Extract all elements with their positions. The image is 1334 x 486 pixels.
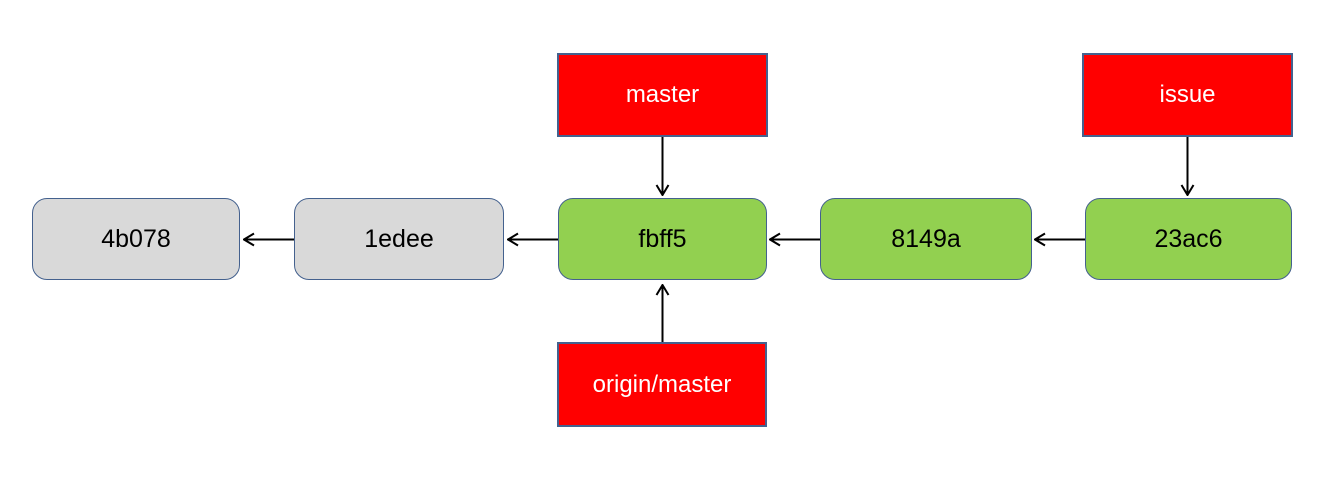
commit-label: fbff5 <box>638 224 687 253</box>
commit-label: 1edee <box>364 224 434 253</box>
branch-label-issue: issue <box>1082 53 1293 137</box>
branch-label-master: master <box>557 53 768 137</box>
branch-label-text: origin/master <box>592 370 732 398</box>
commit-node-4b078: 4b078 <box>32 198 240 280</box>
commit-label: 4b078 <box>101 224 171 253</box>
branch-label-text: master <box>625 81 700 108</box>
commit-node-fbff5: fbff5 <box>558 198 767 280</box>
commit-node-8149a: 8149a <box>820 198 1032 280</box>
commit-label: 23ac6 <box>1154 224 1223 253</box>
commit-label: 8149a <box>891 224 961 253</box>
branch-label-origin-master: origin/master <box>557 342 767 427</box>
commit-node-1edee: 1edee <box>294 198 504 280</box>
branch-label-text: issue <box>1159 81 1216 108</box>
commit-node-23ac6: 23ac6 <box>1085 198 1292 280</box>
